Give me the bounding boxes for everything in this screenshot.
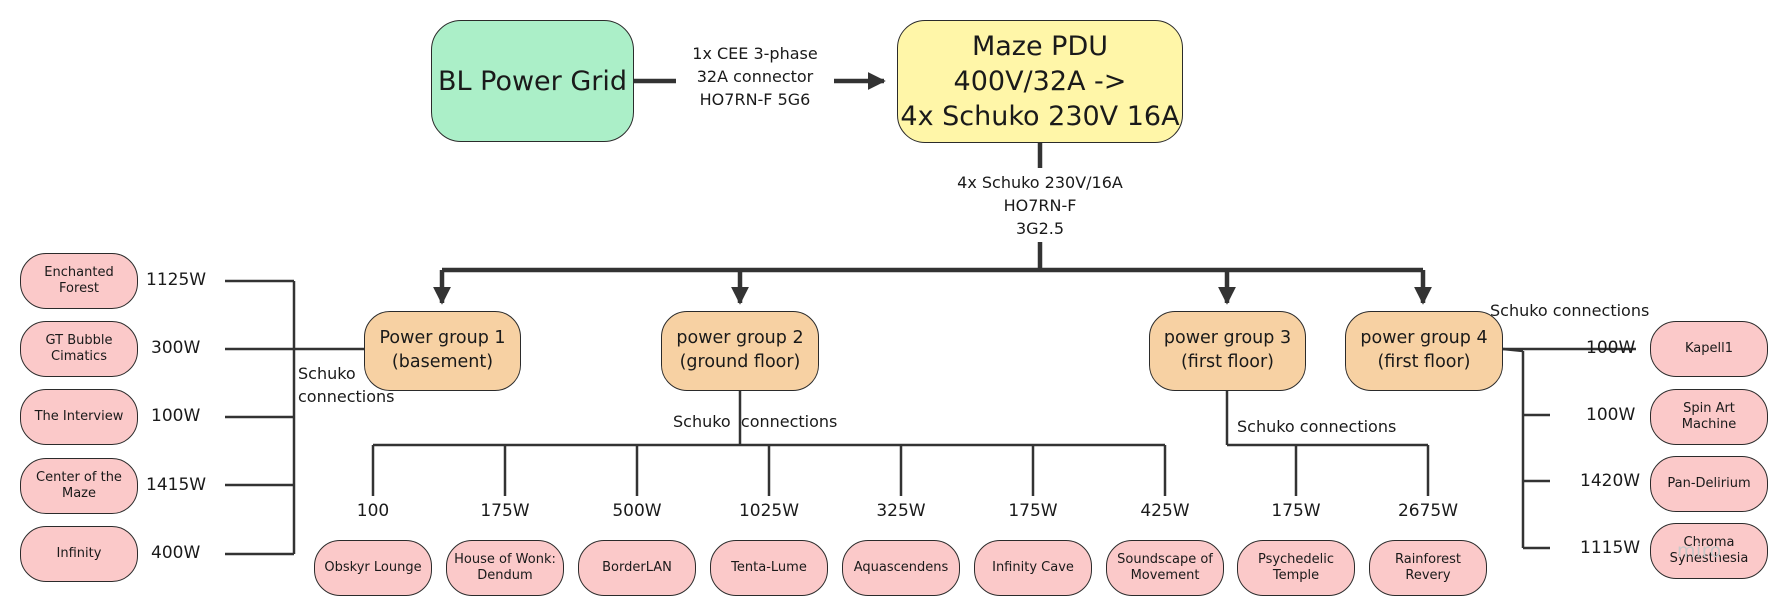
- watt-house-of-wonk: 175W: [480, 501, 530, 521]
- trunk-cable-label: 4x Schuko 230V/16A HO7RN-F 3G2.5: [957, 173, 1123, 239]
- group2-branches: [371, 391, 1167, 496]
- device-the-interview: The Interview: [20, 389, 138, 445]
- device-obskyr-lounge: Obskyr Lounge: [314, 540, 432, 596]
- maze-pdu-node: Maze PDU 400V/32A -> 4x Schuko 230V 16A: [897, 20, 1183, 143]
- device-rainforest-revery: Rainforest Revery: [1369, 540, 1487, 596]
- device-house-of-wonk-dendum: House of Wonk: Dendum: [446, 540, 564, 596]
- group2-connections-label: Schuko connections: [673, 412, 838, 431]
- group1-connections-label: Schuko connections: [298, 364, 395, 407]
- pdu-input: 400V/32A ->: [953, 65, 1127, 97]
- power-grid-node: BL Power Grid: [431, 20, 634, 142]
- watt-enchanted-forest: 1125W: [146, 270, 207, 290]
- device-enchanted-forest: Enchanted Forest: [20, 253, 138, 309]
- device-soundscape-of-movement: Soundscape of Movement: [1106, 540, 1224, 596]
- watt-spin-art-machine: 100W: [1586, 405, 1636, 425]
- device-spin-art-machine: Spin Art Machine: [1650, 389, 1768, 445]
- miro-watermark: miro: [1677, 540, 1722, 562]
- feed-cable-label: 1x CEE 3-phase 32A connector HO7RN-F 5G6: [692, 44, 818, 110]
- watt-obskyr-lounge: 100: [356, 501, 390, 521]
- watt-infinity: 400W: [151, 543, 201, 563]
- watt-rainforest-revery: 2675W: [1397, 501, 1459, 521]
- watt-gt-bubble-cimatics: 300W: [151, 338, 201, 358]
- device-aquascendens: Aquascendens: [842, 540, 960, 596]
- device-infinity: Infinity: [20, 526, 138, 582]
- group1-branches: [225, 279, 364, 556]
- pdu-title: Maze PDU: [971, 30, 1109, 62]
- watt-the-interview: 100W: [151, 406, 201, 426]
- watt-borderlan: 500W: [612, 501, 662, 521]
- device-center-of-the-maze: Center of the Maze: [20, 458, 138, 514]
- device-psychedelic-temple: Psychedelic Temple: [1237, 540, 1355, 596]
- power-group-2: power group 2(ground floor): [661, 311, 819, 391]
- pdu-output: 4x Schuko 230V 16A: [900, 101, 1180, 133]
- watt-aquascendens: 325W: [876, 501, 926, 521]
- device-borderlan: BorderLAN: [578, 540, 696, 596]
- power-group-3: power group 3(first floor): [1149, 311, 1306, 391]
- power-group-1: Power group 1(basement): [364, 311, 521, 391]
- watt-tenta-lume: 1025W: [738, 501, 800, 521]
- watt-chroma-synesthesia: 1115W: [1580, 538, 1641, 558]
- power-group-4: power group 4(first floor): [1345, 311, 1503, 391]
- device-tenta-lume: Tenta-Lume: [710, 540, 828, 596]
- device-chroma-synesthesia: Chroma Synesthesia: [1650, 523, 1768, 579]
- watt-center-of-the-maze: 1415W: [146, 475, 207, 495]
- device-infinity-cave: Infinity Cave: [974, 540, 1092, 596]
- group4-connections-label: Schuko connections: [1490, 301, 1650, 320]
- watt-pan-delirium: 1420W: [1580, 471, 1641, 491]
- device-gt-bubble-cimatics: GT Bubble Cimatics: [20, 321, 138, 377]
- group3-connections-label: Schuko connections: [1237, 417, 1397, 436]
- watt-psychedelic-temple: 175W: [1271, 501, 1321, 521]
- distribution-bus: [433, 143, 1432, 305]
- power-grid-label: BL Power Grid: [437, 65, 628, 97]
- watt-soundscape: 425W: [1140, 501, 1190, 521]
- device-kapell1: Kapell1: [1650, 321, 1768, 377]
- watt-infinity-cave: 175W: [1008, 501, 1058, 521]
- group4-branches: [1502, 347, 1636, 550]
- watt-kapell1: 100W: [1586, 338, 1636, 358]
- device-pan-delirium: Pan-Delirium: [1650, 456, 1768, 512]
- group3-branches: [1225, 391, 1430, 496]
